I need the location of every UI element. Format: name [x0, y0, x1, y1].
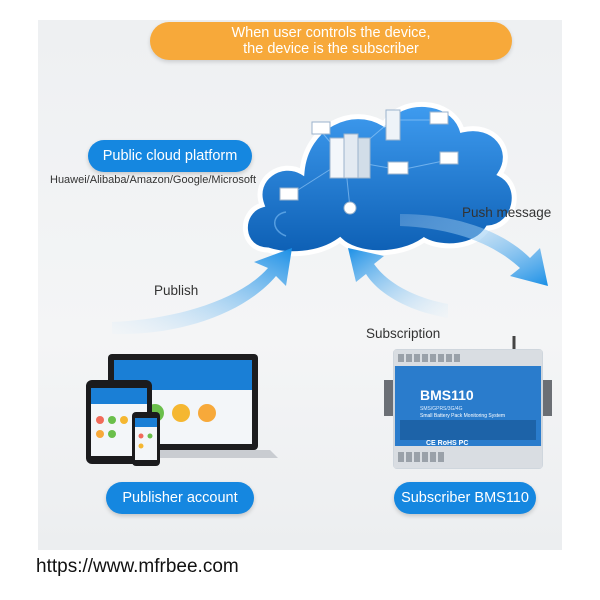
push-message-label: Push message [462, 205, 552, 220]
subscriber-bms110-label: Subscriber BMS110 [394, 482, 536, 514]
server-icon [385, 109, 401, 141]
phone-icon [132, 412, 160, 466]
cloud-platform-label: Public cloud platform [88, 140, 252, 172]
push-message-arrow [400, 214, 548, 286]
subscription-label: Subscription [366, 326, 441, 341]
device-model-text: BMS110 [420, 387, 474, 403]
device-marks-text: CE RoHS PC [426, 440, 468, 447]
watermark-url: https://www.mfrbee.com [36, 556, 239, 577]
hub-icon [343, 201, 357, 215]
subscriber-note-banner: When user controls the device, the devic… [150, 22, 512, 60]
cloud-shape [243, 101, 517, 257]
computer-icon [311, 121, 331, 135]
bms110-device-icon [384, 336, 552, 469]
server-rack-icon [329, 133, 371, 179]
device-subtitle-text: SMS/GPRS/3G/4G [420, 406, 463, 412]
publisher-account-label: Publisher account [106, 482, 254, 514]
banner-line-1: When user controls the device, [231, 25, 431, 41]
subscription-arrow [348, 248, 448, 318]
computer-icon [279, 187, 299, 201]
computer-icon [429, 111, 449, 125]
computer-icon [439, 151, 459, 165]
device-title-text: Small Battery Pack Monitoring System [420, 413, 505, 419]
publish-label: Publish [154, 283, 199, 298]
router-icon [387, 161, 409, 175]
cloud-providers-text: Huawei/Alibaba/Amazon/Google/Microsoft [50, 174, 257, 186]
publish-arrow [112, 248, 292, 335]
banner-line-2: the device is the subscriber [243, 41, 419, 57]
